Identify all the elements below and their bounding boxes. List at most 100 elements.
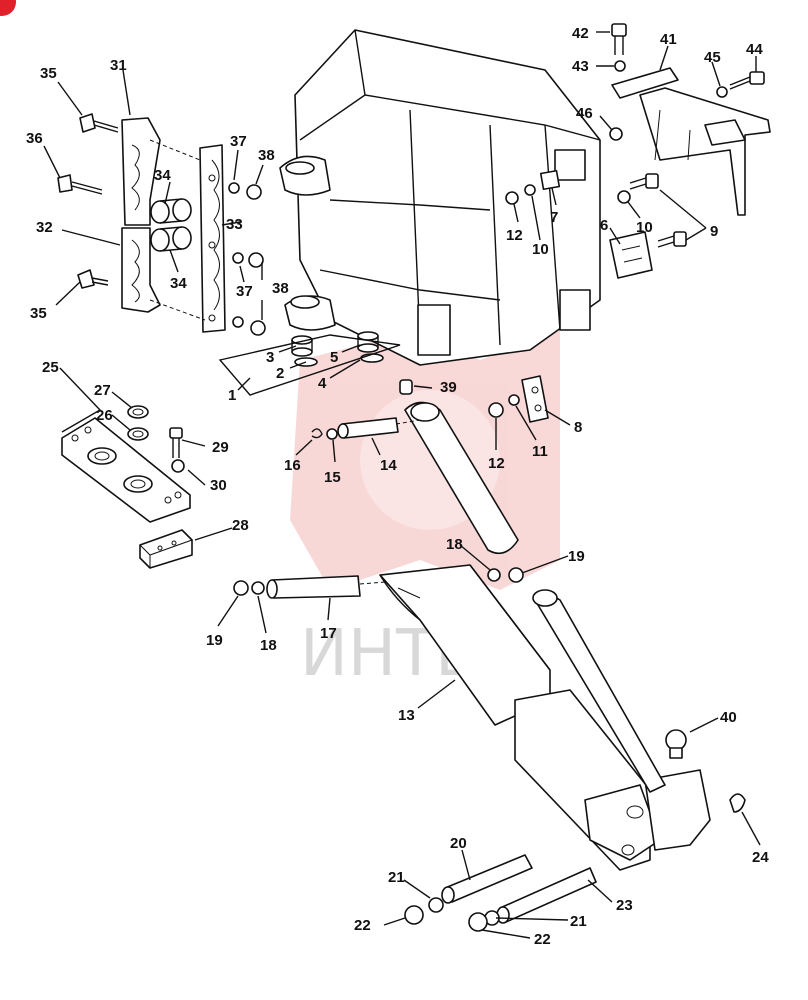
label-25: 25 — [42, 359, 59, 376]
label-43: 43 — [572, 58, 589, 75]
label-10-right: 10 — [636, 219, 653, 236]
label-28: 28 — [232, 517, 249, 534]
mount-plate-33 — [199, 144, 226, 333]
bushing-26 — [127, 427, 149, 441]
bracket-41 — [611, 67, 771, 216]
bolt-35-upper — [79, 113, 119, 133]
label-22-right: 22 — [534, 931, 551, 948]
nut-38-upper — [246, 184, 262, 200]
label-15: 15 — [324, 469, 341, 486]
washer-4 — [360, 353, 384, 363]
fitting-40 — [665, 729, 687, 759]
label-17: 17 — [320, 625, 337, 642]
washer-11 — [508, 394, 520, 406]
pin-20 — [441, 854, 533, 904]
label-45: 45 — [704, 49, 721, 66]
label-29: 29 — [212, 439, 229, 456]
label-19-right: 19 — [568, 548, 585, 565]
label-24: 24 — [752, 849, 769, 866]
label-38-upper: 38 — [258, 147, 275, 164]
bolt-9-upper — [629, 173, 659, 190]
label-38-lower: 38 — [272, 280, 289, 297]
label-10-upper: 10 — [532, 241, 549, 258]
washer-15 — [326, 428, 338, 440]
mount-plate-32 — [121, 227, 161, 313]
label-12-upper: 12 — [506, 227, 523, 244]
label-14: 14 — [380, 457, 397, 474]
label-35-upper: 35 — [40, 65, 57, 82]
clip-16 — [311, 428, 323, 439]
label-19-left: 19 — [206, 632, 223, 649]
label-39: 39 — [440, 379, 457, 396]
roller-34-upper — [150, 198, 192, 224]
label-35-lower: 35 — [30, 305, 47, 322]
label-33: 33 — [226, 216, 243, 233]
fitting-39 — [399, 379, 413, 395]
mount-plate-31 — [121, 117, 161, 226]
washer-10-right — [617, 190, 631, 204]
nut-38-lower — [250, 320, 266, 336]
label-31: 31 — [110, 57, 127, 74]
leader-lines — [43, 31, 761, 939]
label-34-lower: 34 — [170, 275, 187, 292]
ring-22-right — [468, 912, 488, 932]
washer-10-upper — [524, 184, 536, 196]
label-16: 16 — [284, 457, 301, 474]
label-40: 40 — [720, 709, 737, 726]
label-44: 44 — [746, 41, 763, 58]
plate-8 — [521, 375, 549, 423]
plate-25 — [61, 417, 191, 523]
group-bracket-1 — [218, 334, 401, 396]
washer-43 — [614, 60, 626, 72]
label-22-left: 22 — [354, 917, 371, 934]
label-8: 8 — [574, 419, 582, 436]
bolt-9-lower — [657, 231, 687, 248]
label-5: 5 — [330, 349, 338, 366]
label-1: 1 — [228, 387, 236, 404]
label-18-right: 18 — [446, 536, 463, 553]
label-12-lower: 12 — [488, 455, 505, 472]
label-18-left: 18 — [260, 637, 277, 654]
washer-18-right — [487, 568, 501, 582]
nut-12-upper — [505, 191, 519, 205]
clip-24 — [729, 793, 746, 813]
corner-badge — [0, 0, 16, 16]
lower-arm — [514, 589, 711, 871]
bolt-29 — [169, 427, 183, 458]
label-3: 3 — [266, 349, 274, 366]
watermark-logo — [290, 330, 560, 590]
part-labels: 35 31 36 32 35 37 38 34 33 34 38 37 3 2 … — [26, 25, 769, 948]
bushing-27 — [127, 405, 149, 419]
label-11: 11 — [532, 443, 548, 460]
bolt-42 — [611, 23, 627, 55]
washer-37-mid — [232, 252, 244, 264]
label-41: 41 — [660, 31, 677, 48]
nut-46 — [609, 127, 623, 141]
washer-37-upper — [228, 182, 240, 194]
label-42: 42 — [572, 25, 589, 42]
label-36: 36 — [26, 130, 43, 147]
label-23: 23 — [616, 897, 633, 914]
label-26: 26 — [96, 407, 113, 424]
washer-18-left — [251, 581, 265, 595]
ring-19-left — [233, 580, 249, 596]
main-frame — [279, 29, 601, 366]
pin-14 — [337, 417, 399, 439]
label-46: 46 — [576, 105, 593, 122]
label-7: 7 — [550, 209, 558, 226]
pin-23 — [496, 867, 597, 924]
washer-21-left — [428, 897, 444, 913]
washer-37-lower — [232, 316, 244, 328]
label-2: 2 — [276, 365, 284, 382]
label-6: 6 — [600, 217, 608, 234]
nut-38-mid — [248, 252, 264, 268]
label-9: 9 — [710, 223, 718, 240]
plate-7 — [539, 169, 561, 191]
bolt-44 — [729, 71, 765, 90]
label-30: 30 — [210, 477, 227, 494]
roller-34-lower — [150, 226, 192, 252]
label-4: 4 — [318, 375, 327, 392]
label-20: 20 — [450, 835, 467, 852]
label-13: 13 — [398, 707, 415, 724]
